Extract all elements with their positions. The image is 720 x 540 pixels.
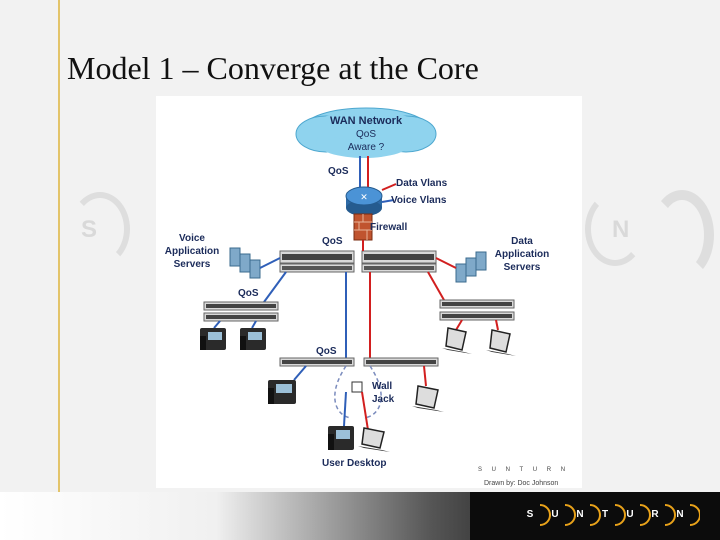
slide-title: Model 1 – Converge at the Core — [67, 50, 479, 86]
data-servers-icon — [455, 251, 487, 283]
laptop-icon — [486, 329, 516, 356]
voice-servers-label-1: Voice — [179, 233, 205, 244]
wan-cloud: WAN Network QoS Aware ? — [295, 107, 437, 158]
watermark-arc-right-1 — [585, 192, 645, 266]
laptop-icon — [412, 385, 444, 412]
left-accent-rule — [58, 0, 60, 492]
firewall-icon — [353, 213, 373, 241]
watermark-arc-left — [70, 192, 130, 266]
laptop-icon — [358, 427, 390, 452]
voice-servers-label-3: Servers — [174, 259, 211, 270]
ip-phone-icon — [328, 426, 354, 450]
data-servers-label-1: Data — [511, 236, 533, 247]
dist-qos-label: QoS — [238, 288, 259, 299]
user-desktop-label: User Desktop — [322, 458, 386, 469]
legend-data-line — [381, 183, 397, 191]
ip-phone-icon — [268, 380, 296, 404]
access-qos-label: QoS — [316, 346, 337, 357]
watermark-arc-right-2 — [650, 190, 714, 280]
brand-letter: N — [576, 509, 584, 520]
data-servers-label-3: Servers — [504, 262, 541, 273]
watermark-letter-right: N — [612, 216, 630, 243]
ip-phone-icon — [200, 328, 226, 350]
ip-phone-icon — [240, 328, 266, 350]
voice-servers-label-2: Application — [165, 246, 219, 257]
footer-dark-band — [470, 492, 720, 540]
brand-letter: R — [651, 509, 659, 520]
wan-label: WAN Network — [330, 115, 403, 127]
wan-qos-label: QoS — [356, 129, 376, 140]
router-qos-label: QoS — [328, 166, 349, 177]
wan-aware-label: Aware ? — [348, 142, 385, 153]
data-servers-label-2: Application — [495, 249, 549, 260]
firewall-label: Firewall — [370, 222, 407, 233]
svg-text:✕: ✕ — [360, 192, 368, 202]
brand-letter: N — [676, 509, 684, 520]
wall-jack-icon — [351, 381, 363, 393]
wall-jack-label-1: Wall — [372, 381, 392, 392]
voice-servers-icon — [229, 247, 261, 279]
wall-jack-label-2: Jack — [372, 394, 395, 405]
router-icon: ✕ — [345, 186, 383, 216]
legend-data-label: Data Vlans — [396, 178, 448, 189]
mini-logo: S U N T U R N — [478, 467, 569, 473]
brand-letter: S — [526, 509, 534, 520]
network-diagram: WAN Network QoS Aware ? ✕ QoS Data Vlans… — [156, 96, 582, 488]
brand-accents — [539, 504, 700, 526]
diagram-credit: Drawn by: Doc Johnson — [484, 480, 558, 487]
core-qos-label: QoS — [322, 236, 343, 247]
brand-letter: T — [601, 509, 609, 520]
brand-letter: U — [626, 509, 634, 520]
laptop-icon — [442, 327, 472, 354]
brand-letter: U — [551, 509, 559, 520]
watermark-letter-left: S — [81, 216, 98, 243]
legend-voice-line — [381, 199, 395, 203]
legend-voice-label: Voice Vlans — [391, 195, 447, 206]
